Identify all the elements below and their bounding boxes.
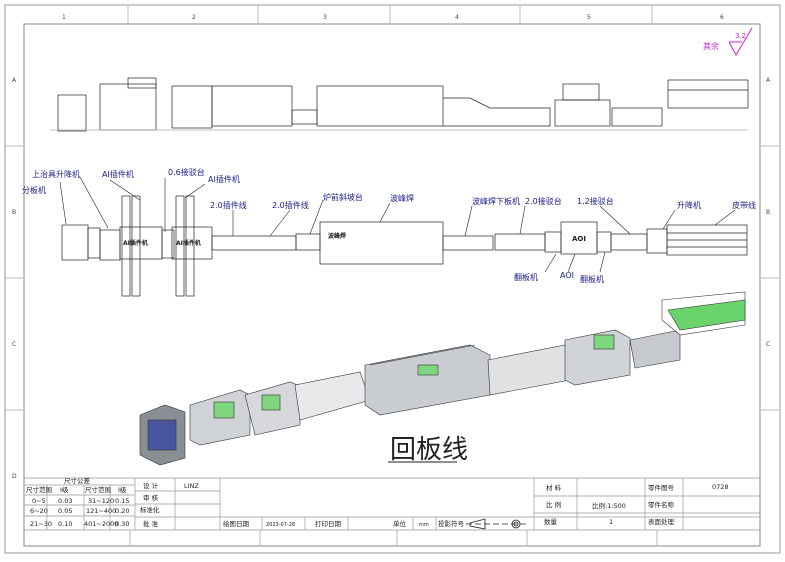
draw-date: 2023-07-28 bbox=[266, 522, 295, 528]
tol-cell: 0.15 bbox=[115, 497, 129, 505]
isometric-view bbox=[139, 291, 746, 466]
col-6: 6 bbox=[720, 14, 724, 21]
roughness-symbol: 其余 3.2 bbox=[703, 27, 753, 57]
part-no: 0728 bbox=[712, 483, 729, 491]
part-name-label: 零件名称 bbox=[648, 500, 675, 509]
label-ai-2: AI插件机 bbox=[208, 174, 240, 184]
tol-header: I级 bbox=[118, 485, 127, 494]
label-insert-line-2: 2.0插件线 bbox=[272, 200, 309, 210]
standard-label: 标准化 bbox=[140, 505, 160, 514]
roughness-label: 其余 bbox=[703, 41, 719, 51]
row-markers: A B C D A B C bbox=[12, 77, 771, 480]
label-ai-1: AI插件机 bbox=[102, 169, 134, 179]
projection-label: 投影符号 bbox=[438, 519, 465, 528]
signature-fields: 设 计 LINZ 审 核 标准化 批 准 绘图日期 2023-07-28 打印日… bbox=[140, 481, 465, 528]
label-wave-unloader: 波峰焊下板机 bbox=[472, 196, 520, 206]
label-dock-12: 1.2接驳台 bbox=[577, 196, 614, 206]
designer: LINZ bbox=[184, 482, 199, 490]
scale-value: 比例:1:500 bbox=[592, 501, 626, 510]
scale-label: 比 例 bbox=[546, 500, 561, 509]
col-4: 4 bbox=[455, 14, 459, 21]
tolerance-title: 尺寸公差 bbox=[64, 476, 91, 485]
label-dock-06: 0.6接驳台 bbox=[168, 167, 205, 177]
title-block bbox=[24, 477, 760, 545]
label-flipper-1: 翻板机 bbox=[514, 272, 538, 282]
label-flipper-2: 翻板机 bbox=[580, 274, 604, 284]
tol-cell: 401~2000 bbox=[84, 520, 118, 528]
tol-header: 尺寸范围 bbox=[85, 485, 111, 494]
tol-cell: 31~120 bbox=[88, 497, 114, 505]
callouts bbox=[59, 176, 736, 273]
row-a-right: A bbox=[766, 77, 771, 84]
label-ramp: 炉前斜坡台 bbox=[323, 192, 363, 202]
label-dock-20: 2.0接驳台 bbox=[525, 196, 562, 206]
unit: mm bbox=[419, 522, 429, 528]
row-b: B bbox=[12, 209, 16, 216]
label-splitter: 分板机 bbox=[22, 185, 46, 195]
col-1: 1 bbox=[62, 14, 66, 21]
label-lift: 升降机 bbox=[677, 200, 701, 210]
tol-cell: 0.10 bbox=[58, 520, 72, 528]
tol-cell: 0~5 bbox=[32, 497, 46, 505]
tol-cell: 0.30 bbox=[115, 520, 129, 528]
col-2: 2 bbox=[192, 14, 196, 21]
qty-value: 1 bbox=[609, 518, 613, 526]
roughness-value: 3.2 bbox=[735, 32, 746, 40]
label-upper-fixture-lift: 上治具升降机 bbox=[32, 169, 80, 179]
row-d: D bbox=[12, 473, 17, 480]
tol-cell: 0.20 bbox=[115, 507, 129, 515]
wave-solder-text: 波峰焊 bbox=[328, 232, 346, 240]
aoi-text: AOI bbox=[572, 235, 586, 243]
tol-cell: 121~400 bbox=[86, 507, 116, 515]
machine-labels: AI插件机 AI插件机 波峰焊 AOI bbox=[123, 232, 586, 247]
view-title: 回板线 bbox=[390, 435, 468, 465]
review-label: 审 核 bbox=[143, 493, 159, 502]
tol-cell: 6~20 bbox=[30, 507, 48, 515]
projection-symbol-icon bbox=[466, 518, 527, 530]
front-elevation bbox=[50, 77, 749, 132]
column-markers: 1 2 3 4 5 6 bbox=[62, 14, 724, 21]
approve-label: 批 准 bbox=[143, 519, 159, 528]
col-5: 5 bbox=[587, 14, 591, 21]
tol-cell: 0.03 bbox=[58, 497, 72, 505]
surface-label: 表面处理 bbox=[648, 517, 675, 526]
row-b-right: B bbox=[766, 209, 770, 216]
tol-cell: 21~30 bbox=[30, 520, 52, 528]
unit-label: 单位 bbox=[393, 519, 407, 528]
part-no-label: 零件图号 bbox=[648, 483, 675, 492]
print-date-label: 打印日期 bbox=[315, 519, 342, 528]
draw-date-label: 绘图日期 bbox=[223, 519, 250, 528]
label-aoi: AOI bbox=[560, 271, 574, 280]
label-wave-solder: 波峰焊 bbox=[390, 193, 414, 203]
row-a: A bbox=[12, 77, 17, 84]
plan-view bbox=[61, 195, 748, 297]
inner-frame bbox=[23, 23, 761, 547]
tol-header: I级 bbox=[60, 485, 69, 494]
col-3: 3 bbox=[323, 14, 327, 21]
tolerance-table: 尺寸公差 尺寸范围 I级 尺寸范围 I级 0~5 0.03 31~120 0.1… bbox=[26, 476, 129, 528]
row-c-right: C bbox=[766, 341, 770, 348]
label-insert-line-1: 2.0插件线 bbox=[210, 200, 247, 210]
design-label: 设 计 bbox=[143, 481, 159, 490]
material-label: 材 料 bbox=[546, 483, 562, 492]
part-info: 材 料 比 例 比例:1:500 数量 1 零件图号 0728 零件名称 表面处… bbox=[544, 483, 729, 526]
ai-machine-1-text: AI插件机 bbox=[123, 239, 148, 247]
ai-machine-2-text: AI插件机 bbox=[176, 239, 201, 247]
outer-border bbox=[4, 4, 781, 554]
tol-header: 尺寸范围 bbox=[26, 485, 52, 494]
callout-texts: 上治具升降机 分板机 AI插件机 0.6接驳台 AI插件机 2.0插件线 2.0… bbox=[22, 167, 756, 284]
label-belt-line: 皮带线 bbox=[732, 200, 756, 210]
tol-cell: 0.05 bbox=[58, 507, 72, 515]
qty-label: 数量 bbox=[544, 517, 558, 526]
row-c: C bbox=[12, 341, 16, 348]
